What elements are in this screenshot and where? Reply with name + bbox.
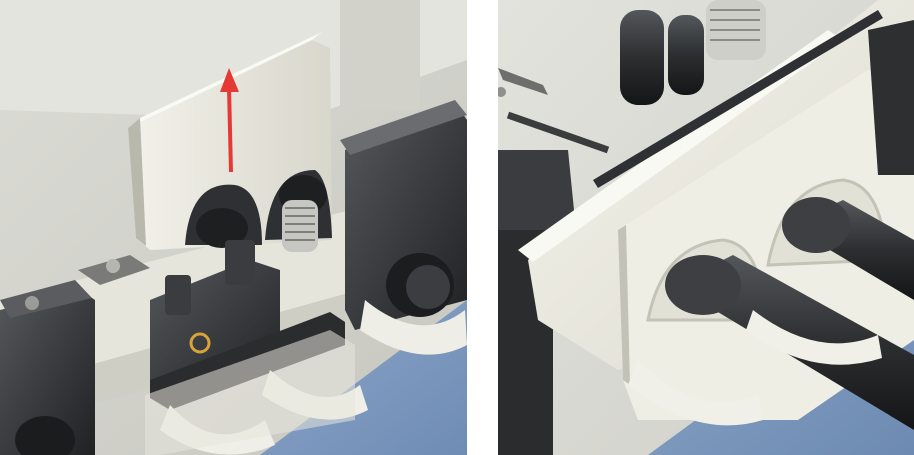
right-right-dark-module xyxy=(868,20,914,175)
left-left-cable-end xyxy=(15,416,75,455)
left-render-svg xyxy=(0,0,467,455)
right-top-cylinder-2 xyxy=(668,15,704,95)
right-frame-slot xyxy=(593,10,883,188)
right-white-clip-1 xyxy=(628,360,763,426)
left-back-pillar xyxy=(340,0,420,110)
left-screw-left xyxy=(25,296,39,310)
left-clamp-post-2 xyxy=(165,275,191,315)
left-right-cable-face xyxy=(406,265,450,309)
right-top-spring-lines xyxy=(710,9,760,41)
right-render-svg xyxy=(498,0,914,455)
right-bracket xyxy=(498,68,548,95)
right-cable-1-end xyxy=(665,255,741,315)
left-cable-1-end xyxy=(196,208,248,248)
right-top-cylinder-1 xyxy=(620,10,664,105)
right-cable-2-end xyxy=(782,197,850,253)
left-screw-bracket xyxy=(106,259,120,273)
left-lower-frame xyxy=(145,330,355,455)
right-front-plate-edge xyxy=(618,225,630,385)
left-right-white-clip xyxy=(360,300,467,355)
right-white-clip-2 xyxy=(746,310,882,365)
up-arrow-icon xyxy=(220,68,239,173)
left-gold-ring xyxy=(189,332,211,354)
left-clamp-post-1 xyxy=(225,240,255,285)
left-sealing-plate-edge xyxy=(128,118,146,246)
left-spring-lines xyxy=(285,207,315,241)
right-metal-rod xyxy=(506,111,610,154)
left-panel-render xyxy=(0,0,467,455)
left-left-dark-module xyxy=(0,290,95,455)
right-screw xyxy=(498,87,506,97)
left-left-dark-top xyxy=(0,280,92,318)
left-right-dark-top xyxy=(340,100,467,155)
panel-gap xyxy=(467,0,498,455)
right-panel-render xyxy=(498,0,914,455)
